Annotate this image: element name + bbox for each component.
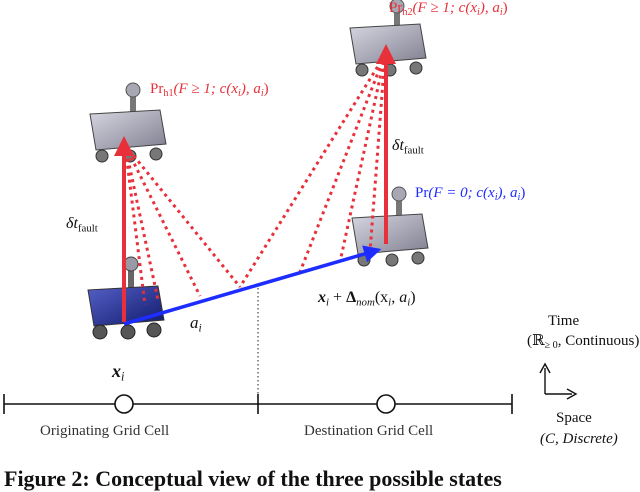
grid-timeline [3, 394, 513, 414]
pr-h2-label: Prh2(F ≥ 1; c(xi), ai) [389, 0, 508, 19]
time-label: Time [548, 313, 580, 329]
delta-t-fault-right: δtfault [392, 137, 424, 157]
delta-t-fault-left: δtfault [66, 215, 98, 235]
destination-cell-label: Destination Grid Cell [304, 423, 434, 439]
space-label: Space [556, 410, 592, 426]
time-domain-label: (ℝ≥ 0, Continuous) [527, 333, 640, 352]
state-label: xi [112, 361, 125, 384]
destination-cell-marker [376, 394, 396, 414]
origin-cell-label: Originating Grid Cell [40, 423, 170, 439]
fault-h2-dotted-lines [238, 54, 387, 288]
origin-cell-marker [114, 394, 134, 414]
pr-h1-label: Prh1(F ≥ 1; c(xi), ai) [150, 81, 269, 100]
time-space-axes-icon [539, 362, 578, 400]
space-domain-label: (C, Discrete) [540, 431, 618, 447]
action-label: ai [190, 313, 202, 335]
nominal-arrow [123, 245, 382, 326]
figure-caption: Figure 2: Conceptual view of the three p… [4, 466, 502, 491]
fault-h1-dotted-lines [123, 144, 242, 306]
pr-nominal-label: Pr(F = 0; c(xi), ai) [415, 185, 526, 204]
nominal-transition-label: xi + Δnom(xi, ai) [318, 289, 416, 309]
